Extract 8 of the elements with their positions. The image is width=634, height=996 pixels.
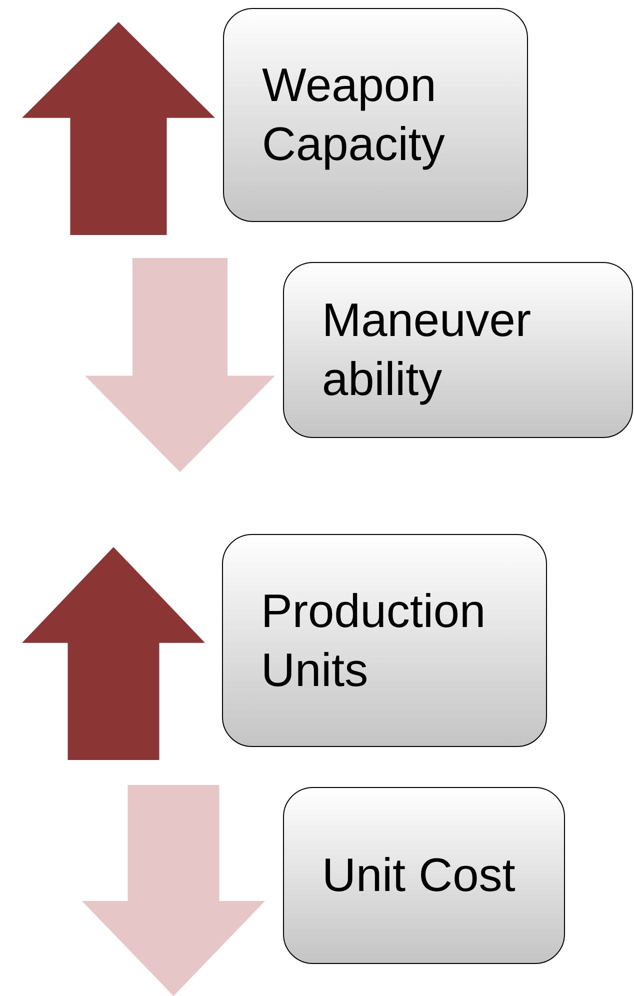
box-label: Production Units (261, 582, 487, 698)
rounded-box (222, 534, 547, 747)
rounded-box (283, 787, 565, 964)
rounded-box (223, 8, 528, 222)
box-label: Maneuver ability (322, 292, 532, 407)
rounded-box (283, 262, 633, 438)
box-label: Unit Cost (322, 847, 516, 904)
box-label: Weapon Capacity (262, 57, 446, 172)
